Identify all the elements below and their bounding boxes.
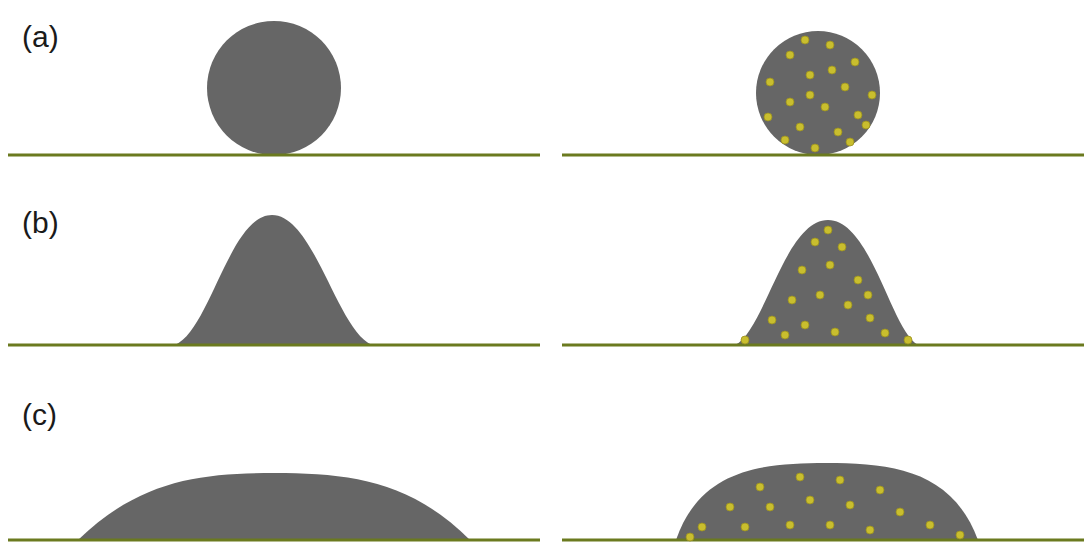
particles <box>686 36 964 541</box>
droplet <box>175 215 372 345</box>
panel-label: (a) <box>22 22 59 52</box>
substrate <box>562 154 1084 157</box>
substrate <box>562 344 1084 347</box>
substrate <box>562 539 1084 542</box>
panel-label: (c) <box>22 400 57 430</box>
droplet <box>756 31 880 155</box>
substrate-lines <box>8 155 1084 540</box>
droplet <box>78 473 470 540</box>
substrate <box>8 154 540 157</box>
substrate <box>8 539 540 542</box>
droplet <box>676 463 978 540</box>
droplet <box>735 220 918 345</box>
panel-label: (b) <box>22 208 59 238</box>
substrate <box>8 344 540 347</box>
droplet <box>207 21 341 155</box>
droplet-shapes <box>78 21 978 540</box>
